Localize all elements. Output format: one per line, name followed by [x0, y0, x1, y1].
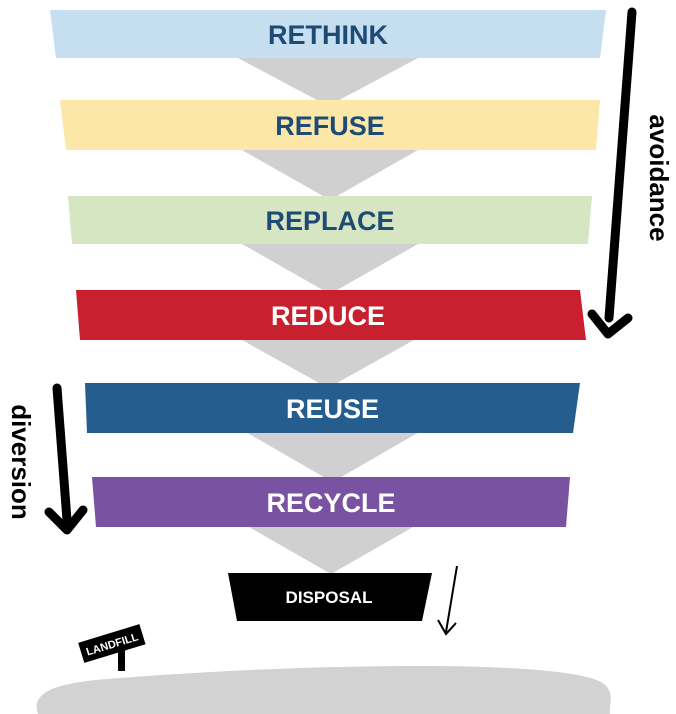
connector-triangle — [242, 244, 418, 294]
landfill-sign: LANDFILL — [78, 624, 146, 671]
hierarchy-label-rethink: RETHINK — [268, 20, 388, 50]
connector-triangle — [238, 58, 418, 106]
hierarchy-bands: RETHINK REFUSE REPLACE REDUCE REUSE RECYCLE — [50, 10, 606, 527]
hierarchy-band-refuse — [60, 100, 600, 150]
landfill-ground — [36, 666, 611, 714]
hierarchy-label-reuse: REUSE — [286, 394, 379, 424]
hierarchy-label-refuse: REFUSE — [275, 111, 385, 141]
hierarchy-band-recycle — [92, 477, 570, 527]
avoidance-arrow — [587, 7, 637, 339]
hierarchy-band-rethink — [50, 10, 606, 58]
diversion-label: diversion — [6, 404, 36, 520]
avoidance-label: avoidance — [644, 114, 674, 241]
connector-triangles — [238, 58, 418, 574]
hierarchy-band-reduce — [76, 290, 586, 340]
hierarchy-label-reduce: REDUCE — [271, 301, 385, 331]
hierarchy-band-reuse — [85, 383, 580, 433]
disposal-label: DISPOSAL — [286, 588, 373, 607]
connector-triangle — [249, 527, 413, 574]
diversion-arrow — [44, 383, 88, 535]
connector-triangle — [247, 433, 418, 482]
hierarchy-label-recycle: RECYCLE — [266, 488, 395, 518]
disposal-band: DISPOSAL — [228, 573, 432, 621]
connector-triangle — [242, 150, 418, 200]
hierarchy-band-replace — [68, 196, 592, 244]
disposal-arrow — [437, 565, 458, 636]
hierarchy-label-replace: REPLACE — [265, 206, 394, 236]
connector-triangle — [242, 340, 414, 388]
